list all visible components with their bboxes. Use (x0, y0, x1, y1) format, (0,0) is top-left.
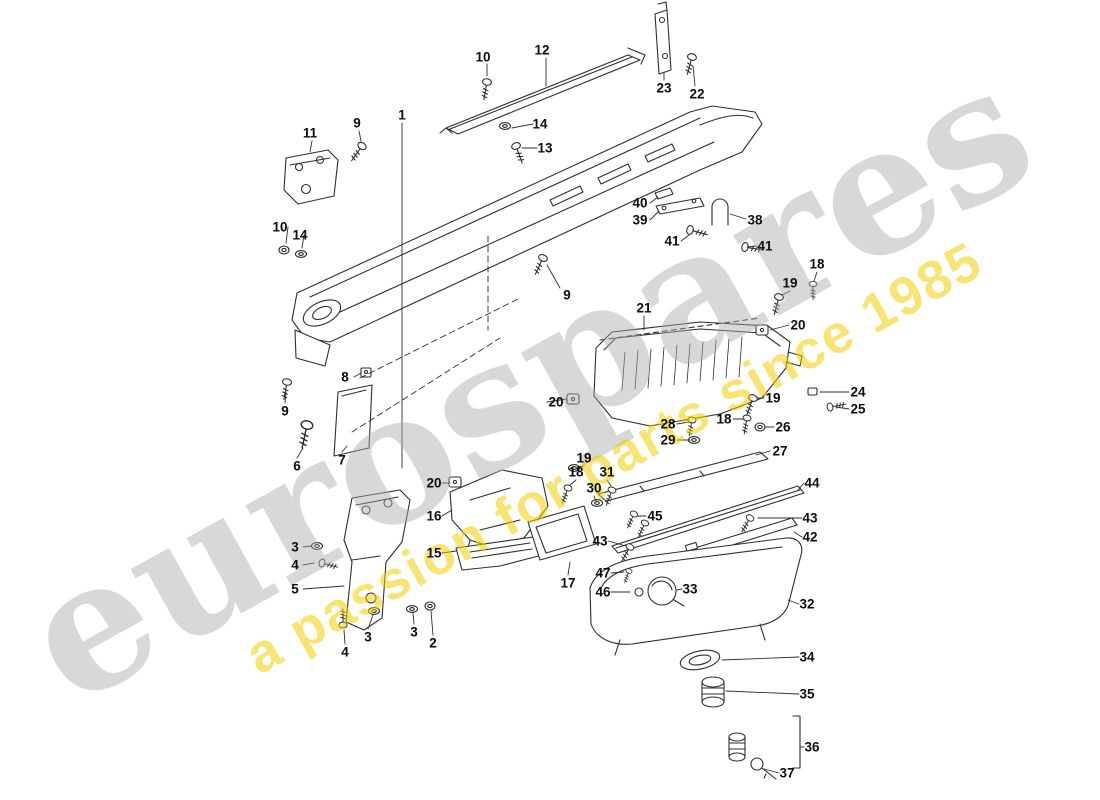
part-callout-33: 33 (682, 581, 698, 597)
part-callout-7: 7 (338, 452, 346, 468)
part-callout-30: 30 (586, 480, 602, 496)
part-callout-14: 14 (292, 227, 308, 243)
part-callout-5: 5 (291, 581, 299, 597)
clamp-group (654, 187, 729, 226)
part-callout-45: 45 (647, 508, 663, 524)
part-callout-13: 13 (537, 140, 553, 156)
vent-grille-15 (455, 535, 547, 571)
trim-rail-44 (611, 485, 805, 554)
part-callout-17: 17 (560, 575, 576, 591)
part-callout-41: 41 (664, 233, 680, 249)
part-callout-41: 41 (757, 238, 773, 254)
part-callout-14: 14 (532, 116, 548, 132)
retainer-clips (448, 324, 818, 488)
part-callout-18: 18 (809, 256, 825, 272)
part-callout-3: 3 (410, 624, 418, 640)
part-callout-22: 22 (689, 86, 705, 102)
part-callout-47: 47 (595, 565, 611, 581)
part-callout-6: 6 (293, 458, 301, 474)
part-callout-10: 10 (475, 49, 491, 65)
part-callout-34: 34 (799, 649, 815, 665)
part-callout-32: 32 (799, 596, 815, 612)
part-callout-27: 27 (772, 443, 788, 459)
part-callout-19: 19 (576, 450, 592, 466)
trim-strip-27 (597, 451, 769, 502)
part-callout-24: 24 (850, 384, 866, 400)
part-callout-21: 21 (636, 300, 652, 316)
part-callout-18: 18 (568, 464, 584, 480)
part-callout-44: 44 (804, 475, 820, 491)
lock-knob-33 (634, 576, 685, 607)
glovebox-tray (593, 317, 803, 427)
part-callout-16: 16 (426, 508, 442, 524)
part-callout-4: 4 (291, 557, 299, 573)
part-callout-20: 20 (790, 317, 806, 333)
part-callout-46: 46 (595, 584, 611, 600)
part-callout-25: 25 (850, 401, 866, 417)
frame-17 (527, 505, 597, 561)
part-callout-11: 11 (302, 125, 318, 141)
side-panel-7 (333, 367, 373, 457)
part-callout-37: 37 (779, 765, 795, 781)
part-callout-9: 9 (563, 287, 571, 303)
part-callout-36: 36 (804, 739, 820, 755)
support-bracket-5 (343, 489, 411, 631)
part-callout-2: 2 (429, 635, 437, 651)
part-callout-29: 29 (660, 432, 676, 448)
part-callout-19: 19 (765, 390, 781, 406)
part-callout-4: 4 (341, 644, 349, 660)
part-callout-1: 1 (398, 107, 406, 123)
part-callout-15: 15 (426, 545, 442, 561)
part-callout-9: 9 (353, 115, 361, 131)
part-callout-20: 20 (548, 394, 564, 410)
construction-lines (351, 235, 521, 433)
glovebox-door (589, 537, 803, 656)
part-callout-40: 40 (632, 195, 648, 211)
part-callout-28: 28 (660, 416, 676, 432)
part-callout-35: 35 (799, 686, 815, 702)
dashboard-body (291, 105, 763, 367)
defroster-trim-strip (439, 47, 646, 135)
part-callout-26: 26 (775, 419, 791, 435)
part-callout-20: 20 (426, 475, 442, 491)
lock-tumbler-36 (728, 715, 801, 769)
part-callout-31: 31 (599, 464, 615, 480)
part-callout-10: 10 (272, 219, 288, 235)
part-callout-43: 43 (592, 533, 608, 549)
leader-lines (284, 57, 850, 774)
part-callout-3: 3 (291, 539, 299, 555)
bezel-34 (679, 649, 721, 671)
lock-cylinder-35 (701, 676, 725, 708)
part-callout-9: 9 (281, 403, 289, 419)
part-callout-12: 12 (534, 42, 550, 58)
part-callout-42: 42 (802, 529, 818, 545)
mounting-bracket-11 (283, 149, 339, 205)
key-37 (750, 757, 777, 780)
part-callout-38: 38 (747, 212, 763, 228)
hinge-bracket-23 (654, 1, 672, 75)
part-callout-43: 43 (802, 510, 818, 526)
part-callout-8: 8 (341, 369, 349, 385)
part-callout-23: 23 (656, 80, 672, 96)
part-callout-19: 19 (782, 275, 798, 291)
part-callout-3: 3 (364, 629, 372, 645)
part-callout-39: 39 (632, 212, 648, 228)
part-callout-18: 18 (716, 411, 732, 427)
